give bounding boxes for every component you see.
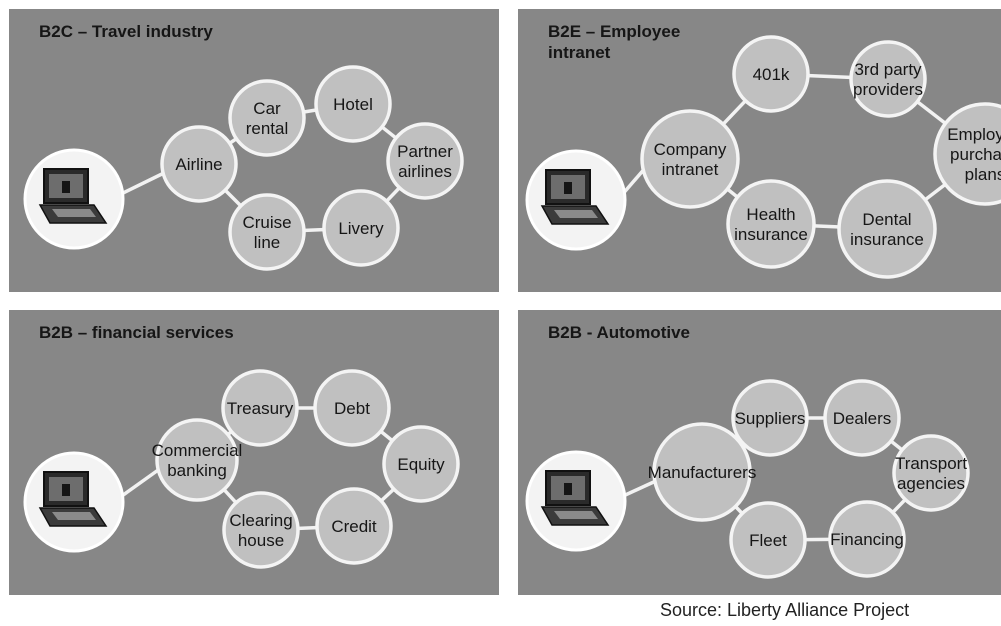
node-suppliers xyxy=(731,379,809,457)
node-label: 401k xyxy=(753,65,790,84)
node-3rd-party-providers xyxy=(849,40,927,118)
source-caption: Source: Liberty Alliance Project xyxy=(660,600,910,620)
node-livery xyxy=(322,189,400,267)
node-401k xyxy=(732,35,810,113)
panel-title: B2C – Travel industry xyxy=(39,22,213,41)
hub-node-airline xyxy=(160,125,238,203)
node-label: Financing xyxy=(830,530,904,549)
node-debt xyxy=(313,369,391,447)
node-label: Employeepurchaseplans xyxy=(947,125,1001,184)
panel-b2b-automotive: B2B - Automotive Manufacturers Suppliers D… xyxy=(518,310,1001,595)
node-clearing-house xyxy=(222,491,300,569)
node-label: Suppliers xyxy=(735,409,806,428)
node-credit xyxy=(315,487,393,565)
node-label: Fleet xyxy=(749,531,787,550)
panel-title: B2B - Automotive xyxy=(548,323,690,342)
hub-node-manufacturers xyxy=(652,422,752,522)
node-label: Treasury xyxy=(227,399,294,418)
node-treasury xyxy=(221,369,299,447)
node-financing xyxy=(828,500,906,578)
node-health-insurance xyxy=(726,179,816,269)
hub-label: Airline xyxy=(175,155,222,174)
hub-label: Manufacturers xyxy=(648,463,757,482)
link-laptop-hub xyxy=(620,478,659,499)
laptop-icon xyxy=(525,149,627,251)
laptop-icon xyxy=(525,450,627,552)
node-dealers xyxy=(823,379,901,457)
node-equity xyxy=(382,425,460,503)
node-cruise-line xyxy=(228,193,306,271)
node-label: Equity xyxy=(397,455,445,474)
node-label: Livery xyxy=(338,219,384,238)
node-partner-airlines xyxy=(386,122,464,200)
node-dental-insurance xyxy=(837,179,937,279)
laptop-icon xyxy=(23,451,125,553)
node-fleet xyxy=(729,501,807,579)
node-hotel xyxy=(314,65,392,143)
panel-title: B2E – Employee intranet xyxy=(548,22,681,62)
node-employee-purchase-plans xyxy=(933,102,1001,206)
node-label: Dealers xyxy=(833,409,892,428)
node-car-rental xyxy=(228,79,306,157)
node-transport-agencies xyxy=(892,434,970,512)
node-label: Credit xyxy=(331,517,377,536)
node-label: Hotel xyxy=(333,95,373,114)
panel-title: B2B – financial services xyxy=(39,323,234,342)
hub-node-commercial-banking xyxy=(155,418,239,502)
link-laptop-hub xyxy=(118,170,167,197)
laptop-icon xyxy=(23,148,125,250)
hub-node-company-intranet xyxy=(640,109,740,209)
link-laptop-hub xyxy=(117,466,163,500)
node-label: Debt xyxy=(334,399,370,418)
